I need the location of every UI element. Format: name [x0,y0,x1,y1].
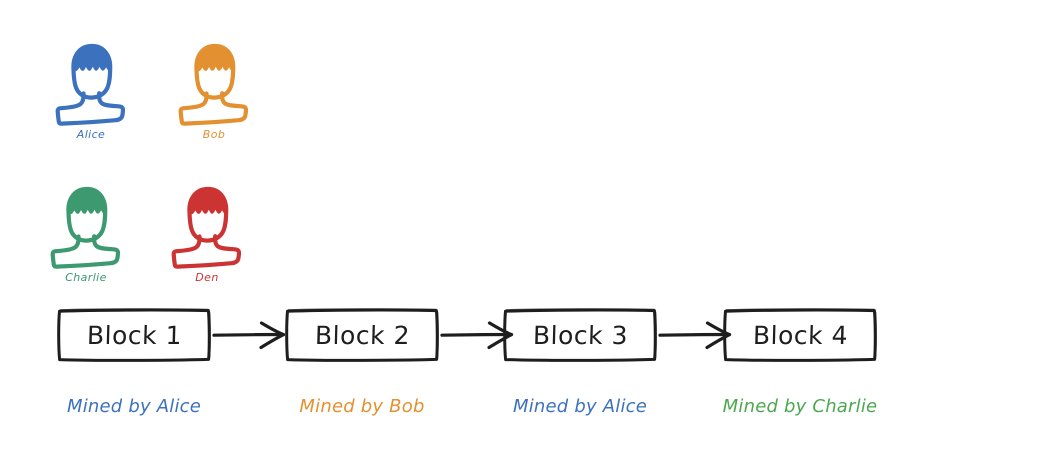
chain-arrow-2 [440,318,518,352]
participant-alice[interactable]: Alice [43,35,139,141]
block-3[interactable]: Block 3 [502,307,658,363]
block-caption-4: Mined by Charlie [722,396,878,417]
participant-label: Alice [76,128,106,141]
block-caption-1: Mined by Alice [66,396,202,417]
arrow-right-icon [212,321,286,350]
participant-label: Charlie [65,271,107,284]
block-outline-icon [285,308,439,362]
person-avatar-icon [50,186,121,269]
block-label: Block 4 [752,320,848,350]
participant-bob[interactable]: Bob [166,35,262,141]
block-label: Block 1 [86,320,182,350]
block-4[interactable]: Block 4 [722,307,878,363]
chain-arrow-1 [212,318,290,352]
block-outline-icon [503,308,657,362]
block-label: Block 2 [314,320,410,350]
participant-label: Bob [202,128,226,141]
block-outline-icon [723,308,877,362]
block-1[interactable]: Block 1 [56,307,212,363]
person-avatar-icon [171,186,242,269]
block-caption-2: Mined by Bob [299,396,425,417]
block-label: Block 3 [532,320,628,350]
chain-arrow-3 [658,318,736,352]
arrow-right-icon [440,321,514,350]
block-2[interactable]: Block 2 [284,307,440,363]
participant-label: Den [195,271,219,284]
person-avatar-icon [178,43,249,126]
person-avatar-icon [55,43,126,126]
participant-den[interactable]: Den [159,178,255,284]
participant-charlie[interactable]: Charlie [38,178,134,284]
block-outline-icon [57,308,211,362]
block-caption-3: Mined by Alice [512,396,648,417]
arrow-right-icon [658,321,732,350]
